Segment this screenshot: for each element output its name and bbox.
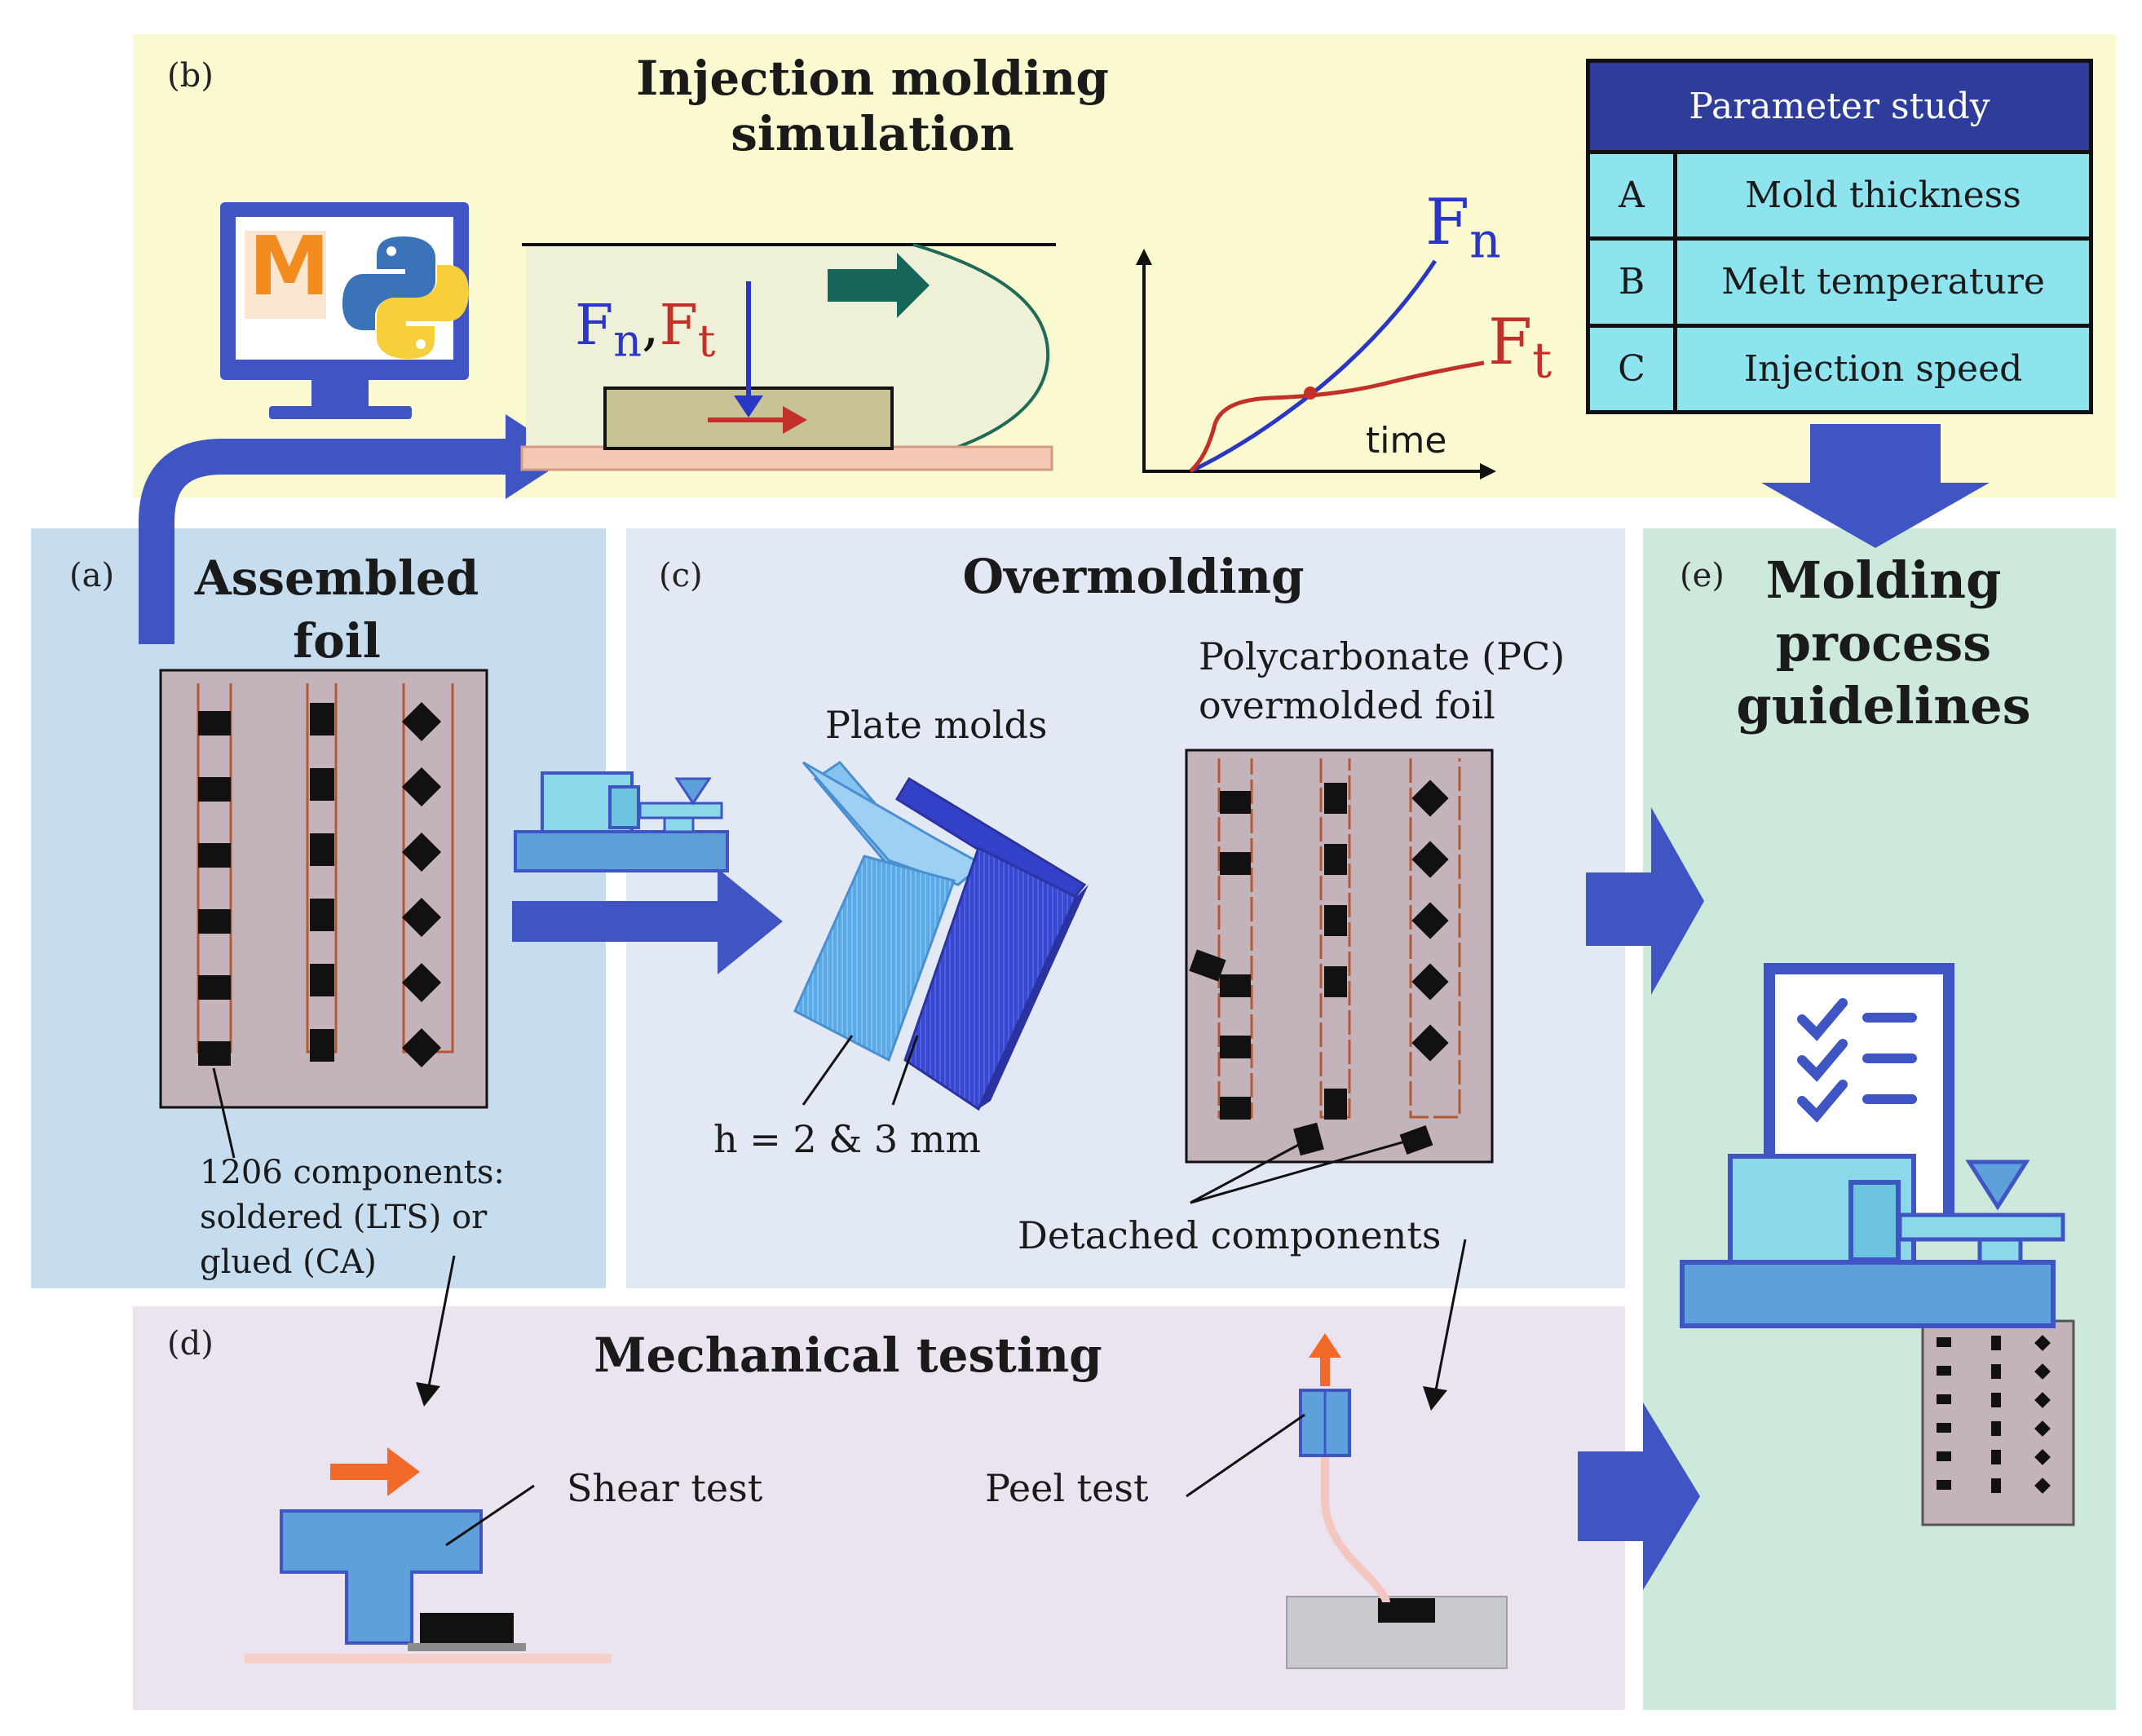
peel-test-label: Peel test [985,1466,1149,1510]
overmolded-label-line2: overmolded foil [1199,683,1495,727]
graph-fn-label: Fn [1425,186,1501,270]
parameter-name: Mold thickness [1673,149,2093,241]
panel-a-title-line2: foil [293,613,381,669]
parameter-study-table: Parameter study A Mold thickness B Melt … [1586,59,2093,415]
plate-mold-dark [894,776,1089,1111]
curved-arrow-foil-to-simulation [139,414,571,644]
parameter-name: Melt temperature [1673,236,2093,328]
panel-c-label: (c) [659,557,703,594]
panel-d-label: (d) [167,1325,214,1363]
assembled-foil-sheet [159,669,488,1159]
force-comma: , [641,294,660,358]
parameter-letter: B [1586,236,1677,328]
force-label: Fn,Ft [575,294,715,367]
panel-b-title: Injection molding simulation [636,51,1109,161]
matlab-icon: M [249,219,330,314]
table-row: A Mold thickness [1586,149,2093,241]
ft-curve [1189,360,1485,473]
force-time-graph [1136,249,1496,479]
panel-d-title: Mechanical testing [594,1327,1102,1383]
panel-a-label: (a) [69,557,115,594]
overmolded-foil-sheet [1185,749,1494,1204]
detached-components-label: Detached components [1018,1213,1442,1257]
graph-ft-label: Ft [1488,306,1552,390]
shear-test-label: Shear test [567,1466,763,1510]
mold-cavity-schematic [520,243,1056,471]
panel-b-label: (b) [167,57,214,95]
fn-subscript: n [613,315,642,367]
plate-molds-label: Plate molds [825,703,1048,747]
python-icon [342,236,469,359]
shear-test-schematic [245,1447,612,1663]
plate-mold-light [793,761,985,1062]
guidelines-icon [1680,963,2075,1526]
panel-c-title: Overmolding [962,549,1305,604]
mold-thickness-label: h = 2 & 3 mm [713,1117,981,1161]
table-row: C Injection speed [1586,323,2093,415]
panel-e-title-line3: guidelines [1736,676,2031,735]
parameter-study-header: Parameter study [1586,59,2093,154]
arrow-testing-to-guidelines [1578,1402,1700,1590]
parameter-name: Injection speed [1673,323,2093,415]
parameter-letter: A [1586,149,1677,241]
peel-test-schematic [1186,1333,1508,1669]
parameter-letter: C [1586,323,1677,415]
overmolded-label-line1: Polycarbonate (PC) [1199,634,1566,678]
arrow-foil-to-overmolding [512,868,783,974]
components-caption-line1: 1206 components: [200,1154,505,1191]
panel-e-title-line2: process [1775,613,1992,673]
table-row: B Melt temperature [1586,236,2093,328]
panel-e-label: (e) [1680,557,1725,594]
arrow-parameter-to-guidelines [1761,424,1990,548]
ft-symbol: F [659,294,698,358]
panel-a-title-line1: Assembled [194,550,479,606]
graph-x-label: time [1366,420,1447,462]
injection-machine-small-icon [514,771,729,872]
components-caption-line3: glued (CA) [200,1243,377,1281]
components-caption-line2: soldered (LTS) or [200,1199,488,1236]
ft-subscript: t [697,315,716,367]
panel-e-title-line1: Molding [1765,550,2002,610]
fn-symbol: F [575,294,614,358]
arrow-overmolding-to-guidelines [1586,807,1704,995]
